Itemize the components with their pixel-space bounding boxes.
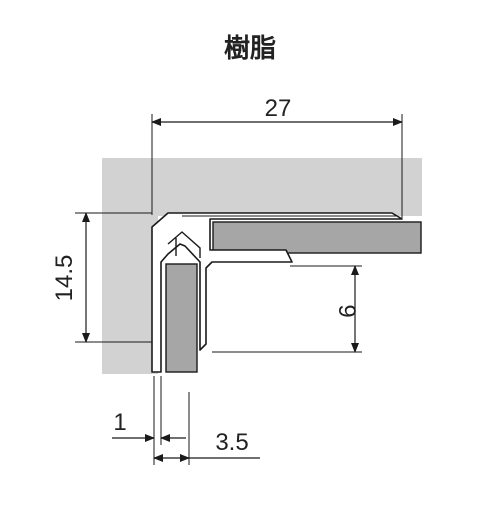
dim-label-3-5: 3.5 [215, 429, 248, 456]
dim-label-27: 27 [265, 95, 292, 122]
resin-corner-profile [151, 212, 403, 373]
dim-label-1: 1 [113, 409, 126, 436]
vertical-board [165, 263, 198, 373]
horizontal-board [212, 221, 422, 254]
dim-label-9: 9 [333, 304, 360, 317]
profile-inner-rib [167, 231, 201, 258]
dim-label-14-5: 14.5 [51, 255, 78, 302]
diagram-title: 樹脂 [223, 34, 276, 64]
wall-panel [102, 158, 422, 216]
wall-panel-left [102, 216, 158, 374]
